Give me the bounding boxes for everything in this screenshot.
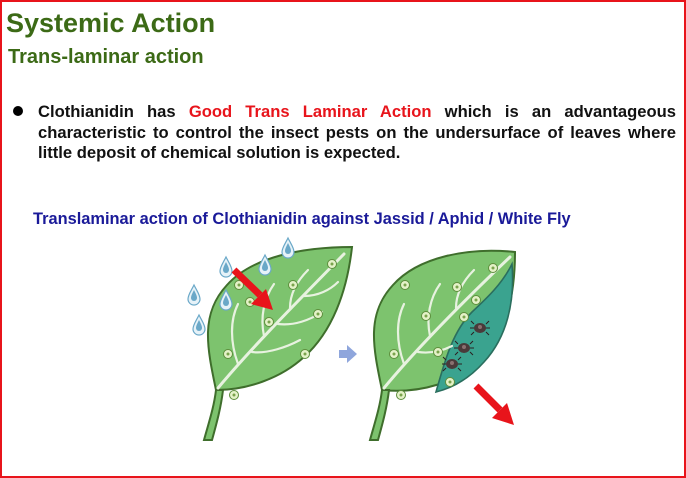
left-leaf-stem: [202, 389, 225, 441]
slide-title: Systemic Action: [6, 8, 216, 38]
transition-arrow-icon: [339, 345, 357, 363]
bullet-text-start: Clothianidin has: [38, 102, 189, 121]
diagram-caption: Translaminar action of Clothianidin agai…: [33, 210, 571, 228]
slide-subtitle: Trans-laminar action: [8, 46, 204, 68]
bullet-text-end: which is an advantageous characteristic …: [38, 102, 676, 162]
right-leaf-illustration: [368, 249, 517, 441]
red-arrow-into-leaf: [231, 267, 273, 310]
bullet-highlight: Good Trans Laminar Action: [188, 102, 432, 121]
red-arrow-out-of-leaf: [473, 383, 514, 425]
bullet-icon: [13, 106, 23, 116]
bullet-paragraph: Clothianidin has Good Trans Laminar Acti…: [38, 102, 676, 164]
right-leaf-stem: [368, 389, 391, 441]
